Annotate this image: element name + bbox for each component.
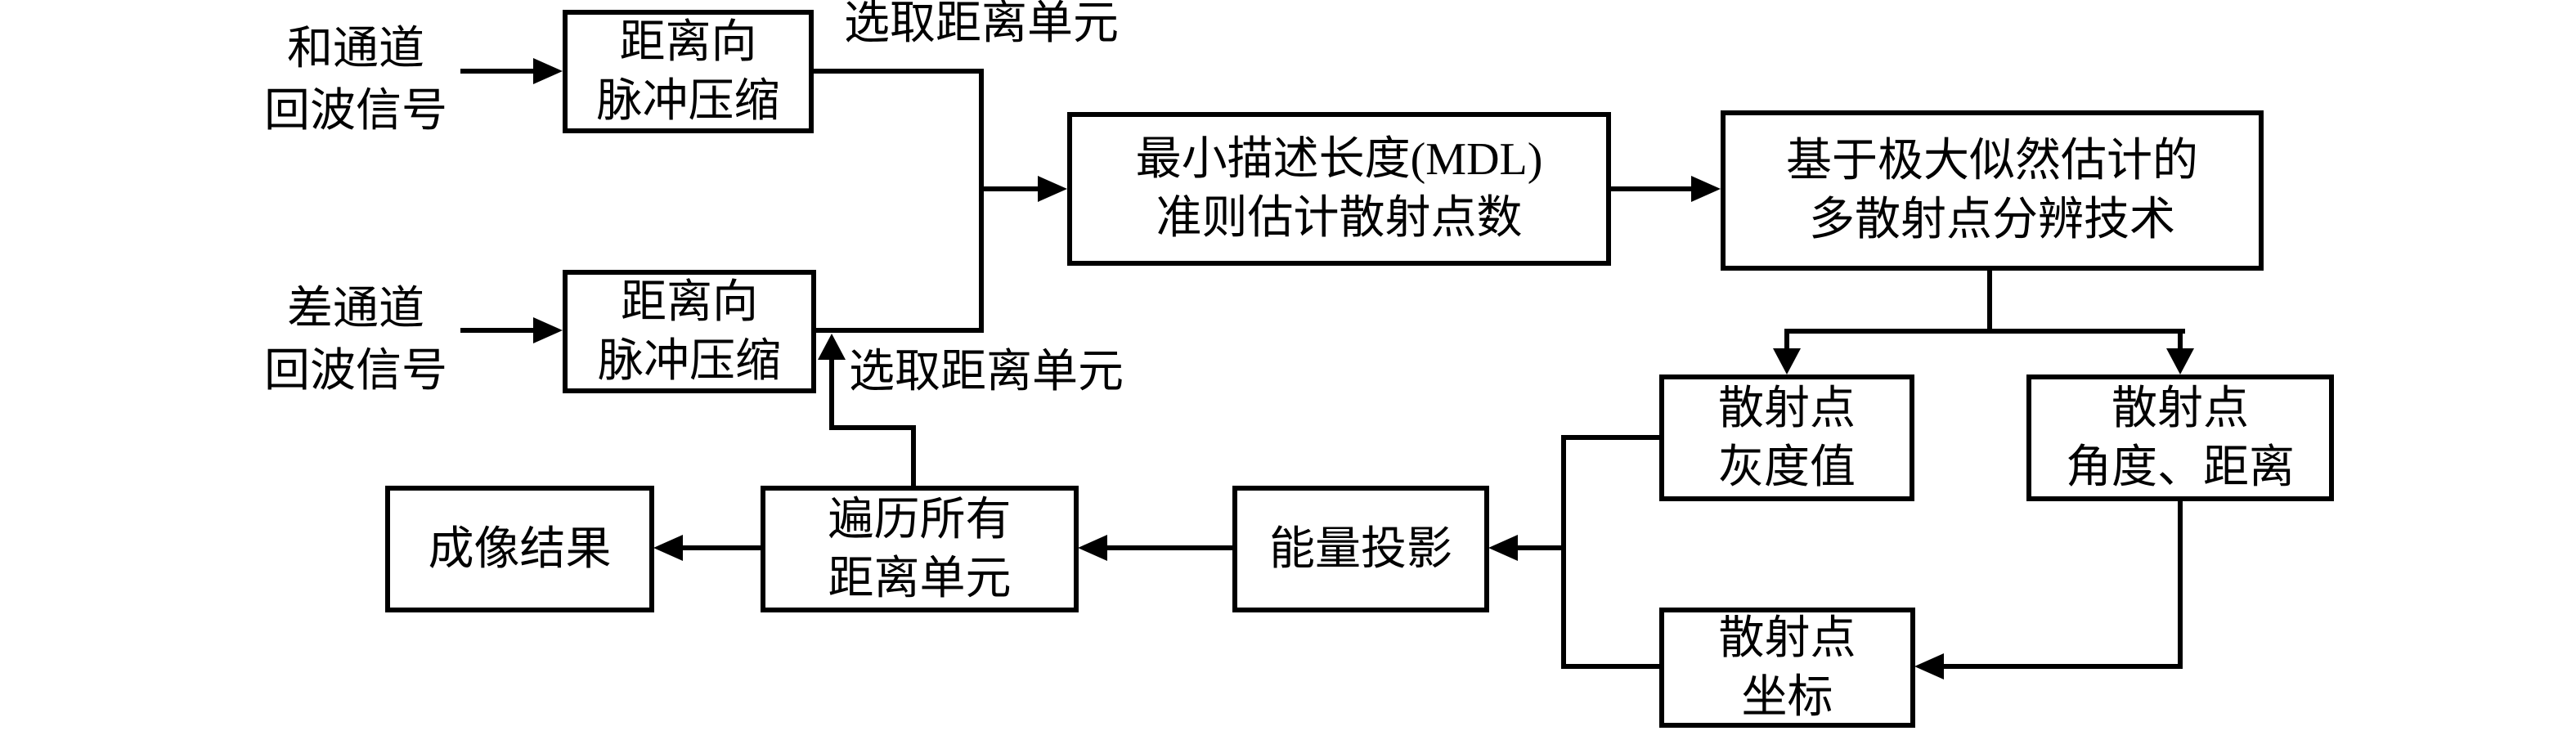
node-scatter-angle-range: 散射点 角度、距离 [2026, 374, 2334, 501]
arrowhead-into-scatter-coord [1914, 653, 1944, 679]
node-mdl-estimate: 最小描述长度(MDL) 准则估计散射点数 [1067, 112, 1611, 266]
node-scatter-coord: 散射点 坐标 [1659, 608, 1915, 728]
connector-traverse-to-result [683, 545, 761, 550]
node-label: 脉冲压缩 [598, 335, 781, 387]
node-label: 散射点 [2112, 383, 2249, 434]
connector-join-vertical [1561, 435, 1566, 669]
connector-feedback-horizontal [829, 425, 916, 430]
connector-join-to-energy [1518, 545, 1564, 550]
edge-label-select-range-bottom: 选取距离单元 [849, 347, 1124, 397]
connector-feedback-rise [911, 425, 916, 486]
arrowhead-into-pc-top [533, 58, 563, 84]
connector-branch-horizontal [1784, 329, 2185, 334]
node-label: 距离向 [619, 16, 757, 68]
connector-energy-to-traverse [1107, 545, 1232, 550]
node-label: 基于极大似然估计的 [1786, 136, 2198, 186]
node-label: 多散射点分辨技术 [1809, 195, 2175, 245]
connector-angle-down [2178, 501, 2183, 669]
arrowhead-into-ml [1691, 176, 1721, 202]
connector-pc-bottom-out [816, 328, 984, 333]
node-label: 最小描述长度(MDL) [1135, 134, 1543, 185]
connector-feedback-up [829, 358, 834, 430]
arrowhead-into-energy [1488, 535, 1518, 561]
connector-coord-out [1561, 664, 1659, 669]
connector-gray-out [1561, 435, 1659, 440]
node-label: 脉冲压缩 [596, 75, 780, 127]
node-label: 准则估计散射点数 [1156, 193, 1523, 244]
arrowhead-feedback-up [818, 334, 846, 360]
arrowhead-into-result [653, 535, 683, 561]
arrowhead-into-traverse [1078, 535, 1107, 561]
node-scatter-gray: 散射点 灰度值 [1659, 374, 1914, 501]
label-line: 回波信号 [264, 86, 447, 137]
connector-angle-to-coord [1944, 664, 2183, 669]
connector-merge-vertical [979, 69, 984, 333]
node-label: 遍历所有 [828, 494, 1012, 545]
node-label: 角度、距离 [2066, 442, 2295, 493]
node-ml-resolve: 基于极大似然估计的 多散射点分辨技术 [1721, 110, 2264, 271]
label-diff-channel-echo: 差通道 回波信号 [254, 278, 458, 402]
node-pulse-compression-top: 距离向 脉冲压缩 [563, 10, 814, 133]
label-line: 差通道 [287, 284, 424, 334]
arrowhead-into-mdl [1038, 176, 1067, 202]
connector-mdl-to-ml [1610, 186, 1691, 191]
node-label: 成像结果 [428, 523, 612, 575]
edge-label-select-range-top: 选取距离单元 [844, 0, 1119, 49]
connector-sum-to-pc-top [460, 69, 538, 74]
node-label: 散射点 [1718, 612, 1856, 664]
node-energy-projection: 能量投影 [1232, 486, 1489, 612]
node-pulse-compression-bottom: 距离向 脉冲压缩 [563, 270, 816, 393]
connector-drop-left [1784, 329, 1789, 350]
label-sum-channel-echo: 和通道 回波信号 [254, 18, 458, 142]
label-line: 回波信号 [264, 346, 447, 397]
node-label: 坐标 [1741, 671, 1833, 723]
node-label: 散射点 [1718, 383, 1856, 434]
connector-ml-stem [1987, 270, 1992, 334]
node-label: 能量投影 [1269, 523, 1452, 575]
connector-merge-to-mdl [981, 186, 1038, 191]
node-label: 距离单元 [828, 553, 1012, 604]
node-label: 灰度值 [1718, 442, 1856, 493]
connector-diff-to-pc-bottom [460, 328, 538, 333]
node-traverse-cells: 遍历所有 距离单元 [761, 486, 1079, 612]
connector-drop-right [2178, 329, 2183, 350]
connector-pc-top-out [814, 69, 984, 74]
arrowhead-into-scatter-gray [1773, 348, 1801, 374]
arrowhead-into-pc-bottom [533, 317, 563, 343]
node-imaging-result: 成像结果 [385, 486, 654, 612]
node-label: 距离向 [621, 276, 758, 328]
arrowhead-into-scatter-angle [2166, 348, 2194, 374]
label-line: 和通道 [287, 24, 424, 74]
